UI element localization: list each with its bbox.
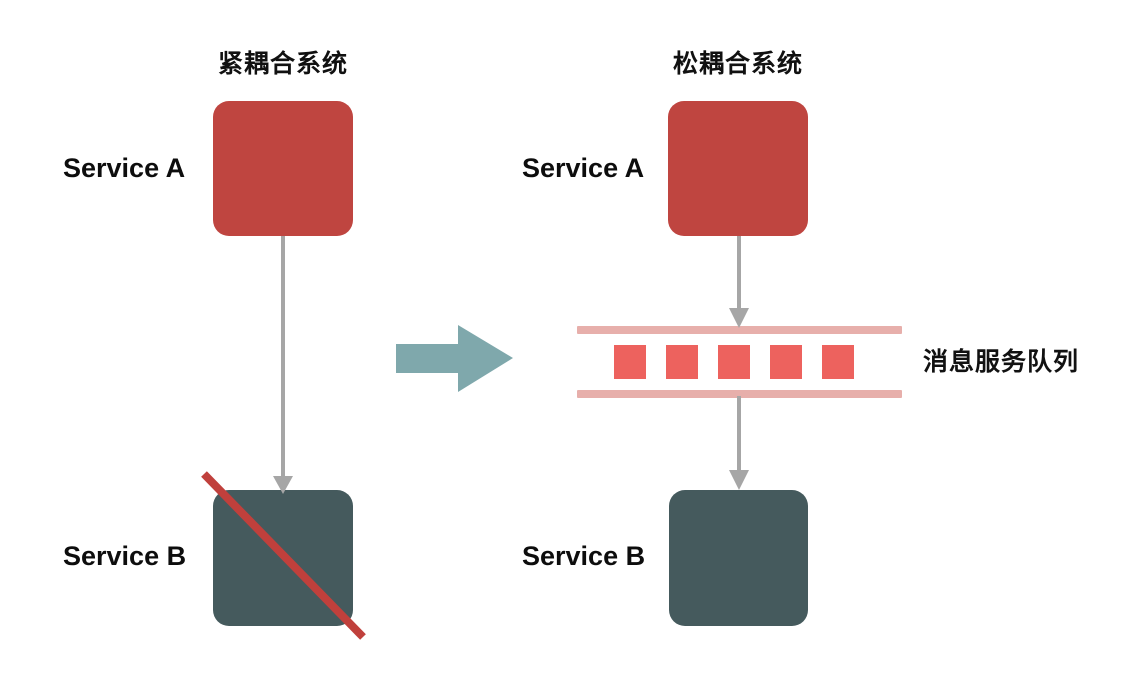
queue-label: 消息服务队列 xyxy=(923,348,1080,376)
right-flow-arrow-to-service-b xyxy=(729,396,749,490)
right-panel-title: 松耦合系统 xyxy=(672,50,803,78)
transition-arrow-right-icon xyxy=(396,325,513,392)
queue-bottom-rail xyxy=(577,390,902,398)
right-flow-arrow-to-queue xyxy=(729,236,749,328)
right-service-a-label: Service A xyxy=(522,153,645,183)
left-service-b-box xyxy=(213,490,353,626)
left-service-b-label: Service B xyxy=(63,541,187,571)
queue-top-rail xyxy=(577,326,902,334)
queue-cell xyxy=(718,345,750,379)
queue-cell xyxy=(614,345,646,379)
left-service-a-label: Service A xyxy=(63,153,186,183)
queue-cell xyxy=(822,345,854,379)
right-service-b-label: Service B xyxy=(522,541,646,571)
left-flow-arrow-down xyxy=(273,236,293,494)
left-panel-title: 紧耦合系统 xyxy=(217,50,348,78)
queue-cell xyxy=(770,345,802,379)
right-service-a-box xyxy=(668,101,808,236)
right-service-b-box xyxy=(669,490,808,626)
queue-cell xyxy=(666,345,698,379)
left-service-a-box xyxy=(213,101,353,236)
